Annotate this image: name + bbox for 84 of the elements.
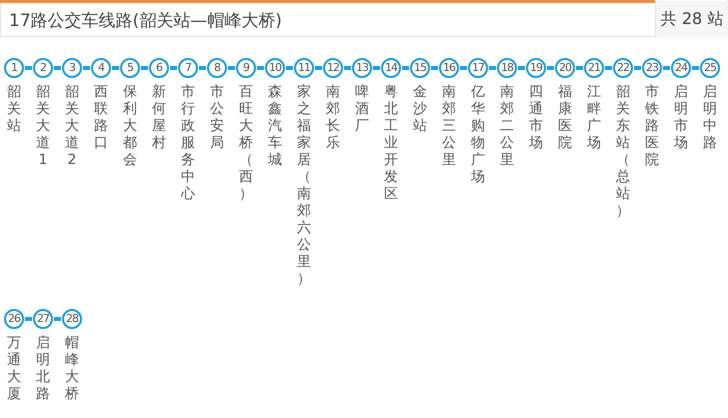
stop-name: 家之福家居（南郊六公里） <box>296 84 312 288</box>
route-line <box>663 66 670 70</box>
stop-name: 万通大厦 <box>6 335 22 403</box>
stop-name: 百旺大桥（西） <box>238 84 254 203</box>
stop-name: 福康医院 <box>557 84 573 152</box>
route-line <box>605 66 612 70</box>
route-line <box>170 66 177 70</box>
stop-circle: 4 <box>91 58 111 78</box>
route-line <box>402 66 409 70</box>
route-line <box>25 317 32 321</box>
stop-name: 金沙站 <box>412 84 428 135</box>
route-line <box>373 66 380 70</box>
stop-name: 韶关站 <box>6 84 22 135</box>
stop-name: 启明北路 <box>35 335 51 403</box>
stop-name: 市铁路医院 <box>644 84 660 169</box>
route-line <box>634 66 641 70</box>
stop-name: 韶关大道1 <box>35 84 51 169</box>
route-line <box>199 66 206 70</box>
stop-circle: 20 <box>555 58 575 78</box>
route-line <box>54 317 61 321</box>
route-line <box>460 66 467 70</box>
stop-name: 南郊长乐 <box>325 84 341 152</box>
stop-name: 南郊二公里 <box>499 84 515 169</box>
stop-circle: 9 <box>236 58 256 78</box>
route-line <box>112 66 119 70</box>
route-line <box>25 66 32 70</box>
stop-name: 四通市场 <box>528 84 544 152</box>
stop-name: 韶关东站（总站） <box>615 84 631 220</box>
route-line <box>344 66 351 70</box>
stop-name: 西联路口 <box>93 84 109 152</box>
stop-circle: 24 <box>671 58 691 78</box>
stop-circle: 8 <box>207 58 227 78</box>
stop-circle: 13 <box>352 58 372 78</box>
stop-circle: 23 <box>642 58 662 78</box>
stop-circle: 2 <box>33 58 53 78</box>
route-line <box>54 66 61 70</box>
stop-name: 启明中路 <box>702 84 718 152</box>
stop-circle: 25 <box>700 58 720 78</box>
stop-name: 粤北工业开发区 <box>383 84 399 203</box>
route-line <box>83 66 90 70</box>
route-line <box>489 66 496 70</box>
route-line <box>286 66 293 70</box>
route-line <box>228 66 235 70</box>
stop-name: 亿华购物广场 <box>470 84 486 186</box>
stop-circle: 19 <box>526 58 546 78</box>
route-line <box>315 66 322 70</box>
stop-name: 新何屋村 <box>151 84 167 152</box>
stop-circle: 22 <box>613 58 633 78</box>
stop-name: 启明市场 <box>673 84 689 152</box>
stop-circle: 27 <box>33 309 53 329</box>
stop-circle: 15 <box>410 58 430 78</box>
stop-circle: 6 <box>149 58 169 78</box>
stop-count: 共 28 站 <box>655 1 728 37</box>
route-line <box>547 66 554 70</box>
route-line <box>518 66 525 70</box>
stop-circle: 14 <box>381 58 401 78</box>
stop-circle: 26 <box>4 309 24 329</box>
stop-circle: 16 <box>439 58 459 78</box>
route-line <box>692 66 699 70</box>
stop-circle: 28 <box>62 309 82 329</box>
route-line <box>257 66 264 70</box>
stop-name: 韶关大道2 <box>64 84 80 169</box>
stop-name: 江畔广场 <box>586 84 602 152</box>
stop-name: 啤酒厂 <box>354 84 370 135</box>
stop-name: 市行政服务中心 <box>180 84 196 203</box>
stop-name: 南郊三公里 <box>441 84 457 169</box>
route-title: 17路公交车线路(韶关站—帽峰大桥) <box>9 10 282 32</box>
stop-circle: 18 <box>497 58 517 78</box>
stop-circle: 10 <box>265 58 285 78</box>
stop-name: 帽峰大桥 <box>64 335 80 403</box>
stop-circle: 12 <box>323 58 343 78</box>
stop-circle: 7 <box>178 58 198 78</box>
stop-name: 森鑫汽车城 <box>267 84 283 169</box>
stop-circle: 3 <box>62 58 82 78</box>
stop-circle: 21 <box>584 58 604 78</box>
stop-name: 保利大都会 <box>122 84 138 169</box>
route-line <box>141 66 148 70</box>
stop-circle: 1 <box>4 58 24 78</box>
stop-circle: 17 <box>468 58 488 78</box>
stop-name: 市公安局 <box>209 84 225 152</box>
stop-circle: 11 <box>294 58 314 78</box>
stop-circle: 5 <box>120 58 140 78</box>
route-line <box>431 66 438 70</box>
route-line <box>576 66 583 70</box>
